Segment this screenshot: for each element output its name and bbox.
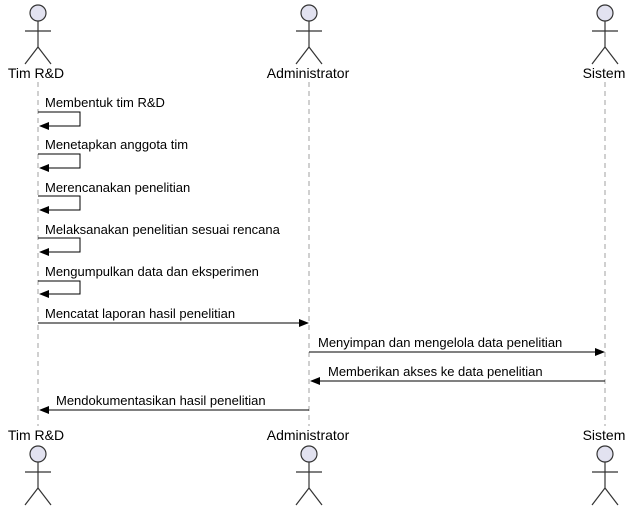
- actor-figure-icon: [295, 4, 323, 65]
- message-arrow: [38, 195, 81, 214]
- message-label: Menetapkan anggota tim: [45, 137, 188, 152]
- actor-name-label: Sistem: [583, 427, 626, 443]
- actor-sys-top: Sistem: [583, 4, 626, 81]
- actor-name-label: Tim R&D: [8, 427, 64, 443]
- message-label: Mendokumentasikan hasil penelitian: [56, 393, 266, 408]
- actor-admin-bottom: Administrator: [267, 427, 350, 506]
- message-self: Melaksanakan penelitian sesuai rencana: [38, 222, 281, 256]
- message-admin-to-rnd: Mendokumentasikan hasil penelitian: [39, 393, 309, 414]
- message-sys-to-admin: Memberikan akses ke data penelitian: [310, 364, 605, 385]
- actor-figure-icon: [295, 445, 323, 506]
- message-label: Menyimpan dan mengelola data penelitian: [318, 335, 562, 350]
- actor-figure-icon: [591, 445, 619, 506]
- actor-rnd-bottom: Tim R&D: [8, 427, 64, 506]
- message-self: Merencanakan penelitian: [38, 180, 190, 214]
- actor-name-label: Administrator: [267, 65, 350, 81]
- message-arrow: [38, 111, 81, 130]
- message-label: Mengumpulkan data dan eksperimen: [45, 264, 259, 279]
- message-arrow: [38, 280, 81, 298]
- message-label: Mencatat laporan hasil penelitian: [45, 306, 235, 321]
- actor-name-label: Administrator: [267, 427, 350, 443]
- message-label: Memberikan akses ke data penelitian: [328, 364, 543, 379]
- actor-admin-top: Administrator: [267, 4, 350, 81]
- actor-name-label: Tim R&D: [8, 65, 64, 81]
- message-arrow: [38, 237, 81, 256]
- message-label: Melaksanakan penelitian sesuai rencana: [45, 222, 281, 237]
- actor-sys-bottom: Sistem: [583, 427, 626, 506]
- message-admin-to-sys: Menyimpan dan mengelola data penelitian: [309, 335, 605, 356]
- actor-rnd-top: Tim R&D: [8, 4, 64, 81]
- message-rnd-to-admin: Mencatat laporan hasil penelitian: [38, 306, 309, 327]
- actor-name-label: Sistem: [583, 65, 626, 81]
- lifelines: [37, 82, 606, 426]
- actor-figure-icon: [591, 4, 619, 65]
- message-label: Membentuk tim R&D: [45, 95, 165, 110]
- message-self: Membentuk tim R&D: [38, 95, 165, 130]
- message-arrow: [38, 153, 81, 172]
- message-self: Mengumpulkan data dan eksperimen: [38, 264, 259, 298]
- actor-figure-icon: [24, 4, 52, 65]
- actor-figure-icon: [24, 445, 52, 506]
- message-label: Merencanakan penelitian: [45, 180, 190, 195]
- message-self: Menetapkan anggota tim: [38, 137, 188, 172]
- messages: Membentuk tim R&D Menetapkan anggota tim…: [38, 95, 605, 414]
